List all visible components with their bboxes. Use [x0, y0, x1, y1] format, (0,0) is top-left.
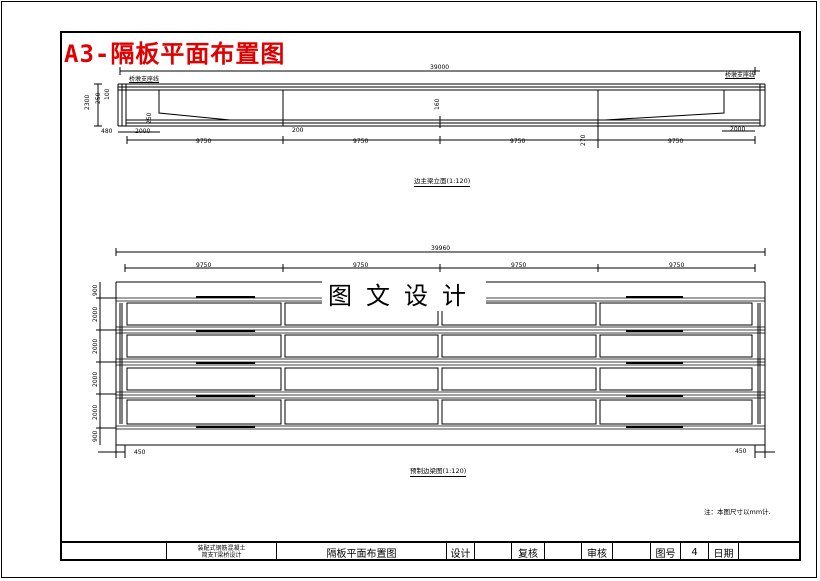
- watermark-text: 图文设计: [322, 276, 486, 311]
- elevation-span-4: 9750: [668, 138, 684, 145]
- drawing-number-value: 4: [681, 543, 709, 561]
- date-label: 日期: [709, 543, 739, 561]
- plan-cells: [119, 302, 761, 425]
- elevation-caption: 边主梁立面(1:120): [414, 177, 471, 187]
- plan-row-3: 2000: [92, 338, 99, 354]
- elevation-end-right: 2000: [730, 126, 746, 133]
- elevation-dim-haunch: 250: [146, 112, 153, 124]
- design-label: 设计: [447, 543, 475, 561]
- plan-row-2: 2000: [92, 306, 99, 322]
- elevation-offset-left: 480: [101, 128, 113, 135]
- review-value: [545, 543, 582, 561]
- date-value: [739, 543, 801, 561]
- elevation-height-dimension: 2300: [84, 94, 91, 110]
- plan-row-6: 900: [92, 430, 99, 442]
- support-line-label-right: 桥墩支座线: [725, 72, 756, 79]
- project-name-line-1: 装配式钢筋混凝土: [197, 545, 246, 552]
- approve-value: [613, 543, 651, 561]
- plan-offset-left: 450: [134, 449, 146, 456]
- elevation-dim-270: 270: [580, 134, 587, 146]
- drawing-note: 注：本图尺寸以mm计.: [704, 508, 771, 516]
- elevation-total-dimension: 39000: [430, 64, 450, 71]
- plan-row-4: 2000: [92, 371, 99, 387]
- support-line-label-left: 桥墩支座线: [129, 76, 160, 83]
- project-name: 装配式钢筋混凝土 简支T梁桥设计: [167, 543, 277, 561]
- review-label: 复核: [512, 543, 545, 561]
- drawing-title: A3-隔板平面布置图: [64, 40, 286, 68]
- title-block-blank: [60, 543, 167, 561]
- elevation-span-3: 9750: [510, 138, 526, 145]
- plan-row-1: 900: [92, 284, 99, 296]
- project-name-line-2: 简支T梁桥设计: [201, 552, 242, 559]
- approve-label: 审核: [582, 543, 613, 561]
- elevation-span-1: 9750: [196, 138, 212, 145]
- elevation-dim-200: 200: [292, 127, 304, 134]
- plan-span-1: 9750: [196, 262, 212, 269]
- elevation-end-left: 2000: [135, 128, 151, 135]
- plan-span-3: 9750: [511, 262, 527, 269]
- title-block: 装配式钢筋混凝土 简支T梁桥设计 隔板平面布置图 设计 复核 审核 图号 4 日…: [60, 541, 801, 561]
- design-value: [475, 543, 512, 561]
- elevation-view: [94, 67, 766, 148]
- elevation-span-2: 9750: [353, 138, 369, 145]
- plan-span-4: 9750: [669, 262, 685, 269]
- elevation-dim-250: 250: [95, 92, 102, 104]
- elevation-dim-100: 100: [104, 88, 111, 100]
- plan-span-2: 9750: [353, 262, 369, 269]
- elevation-dim-160: 160: [434, 98, 441, 110]
- drawing-number-label: 图号: [651, 543, 681, 561]
- plan-caption: 预制边梁图(1:120): [410, 467, 467, 477]
- plan-offset-right: 450: [735, 448, 747, 455]
- plan-total-dimension: 39960: [431, 245, 451, 252]
- plan-row-5: 2000: [92, 404, 99, 420]
- drawing-frame: [60, 31, 801, 561]
- drawing-name: 隔板平面布置图: [277, 543, 447, 561]
- plan-view: [96, 248, 775, 458]
